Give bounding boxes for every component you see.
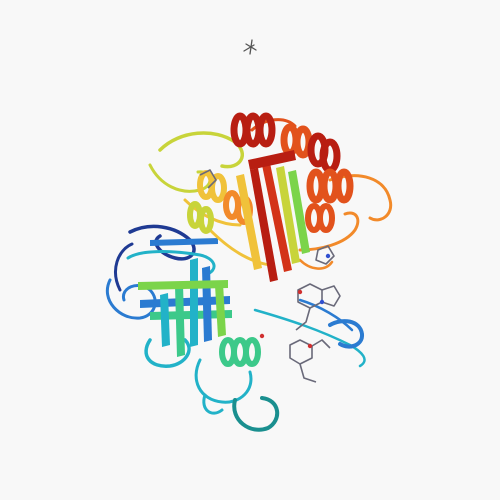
lower-domain-loops (105, 224, 366, 432)
upper-domain-strands (236, 150, 310, 282)
upper-domain-helices (187, 112, 354, 234)
lower-domain-strands (138, 238, 232, 357)
lower-domain-helix (219, 337, 261, 367)
small-cross-marker (243, 39, 257, 55)
ligand-atoms (259, 253, 331, 349)
